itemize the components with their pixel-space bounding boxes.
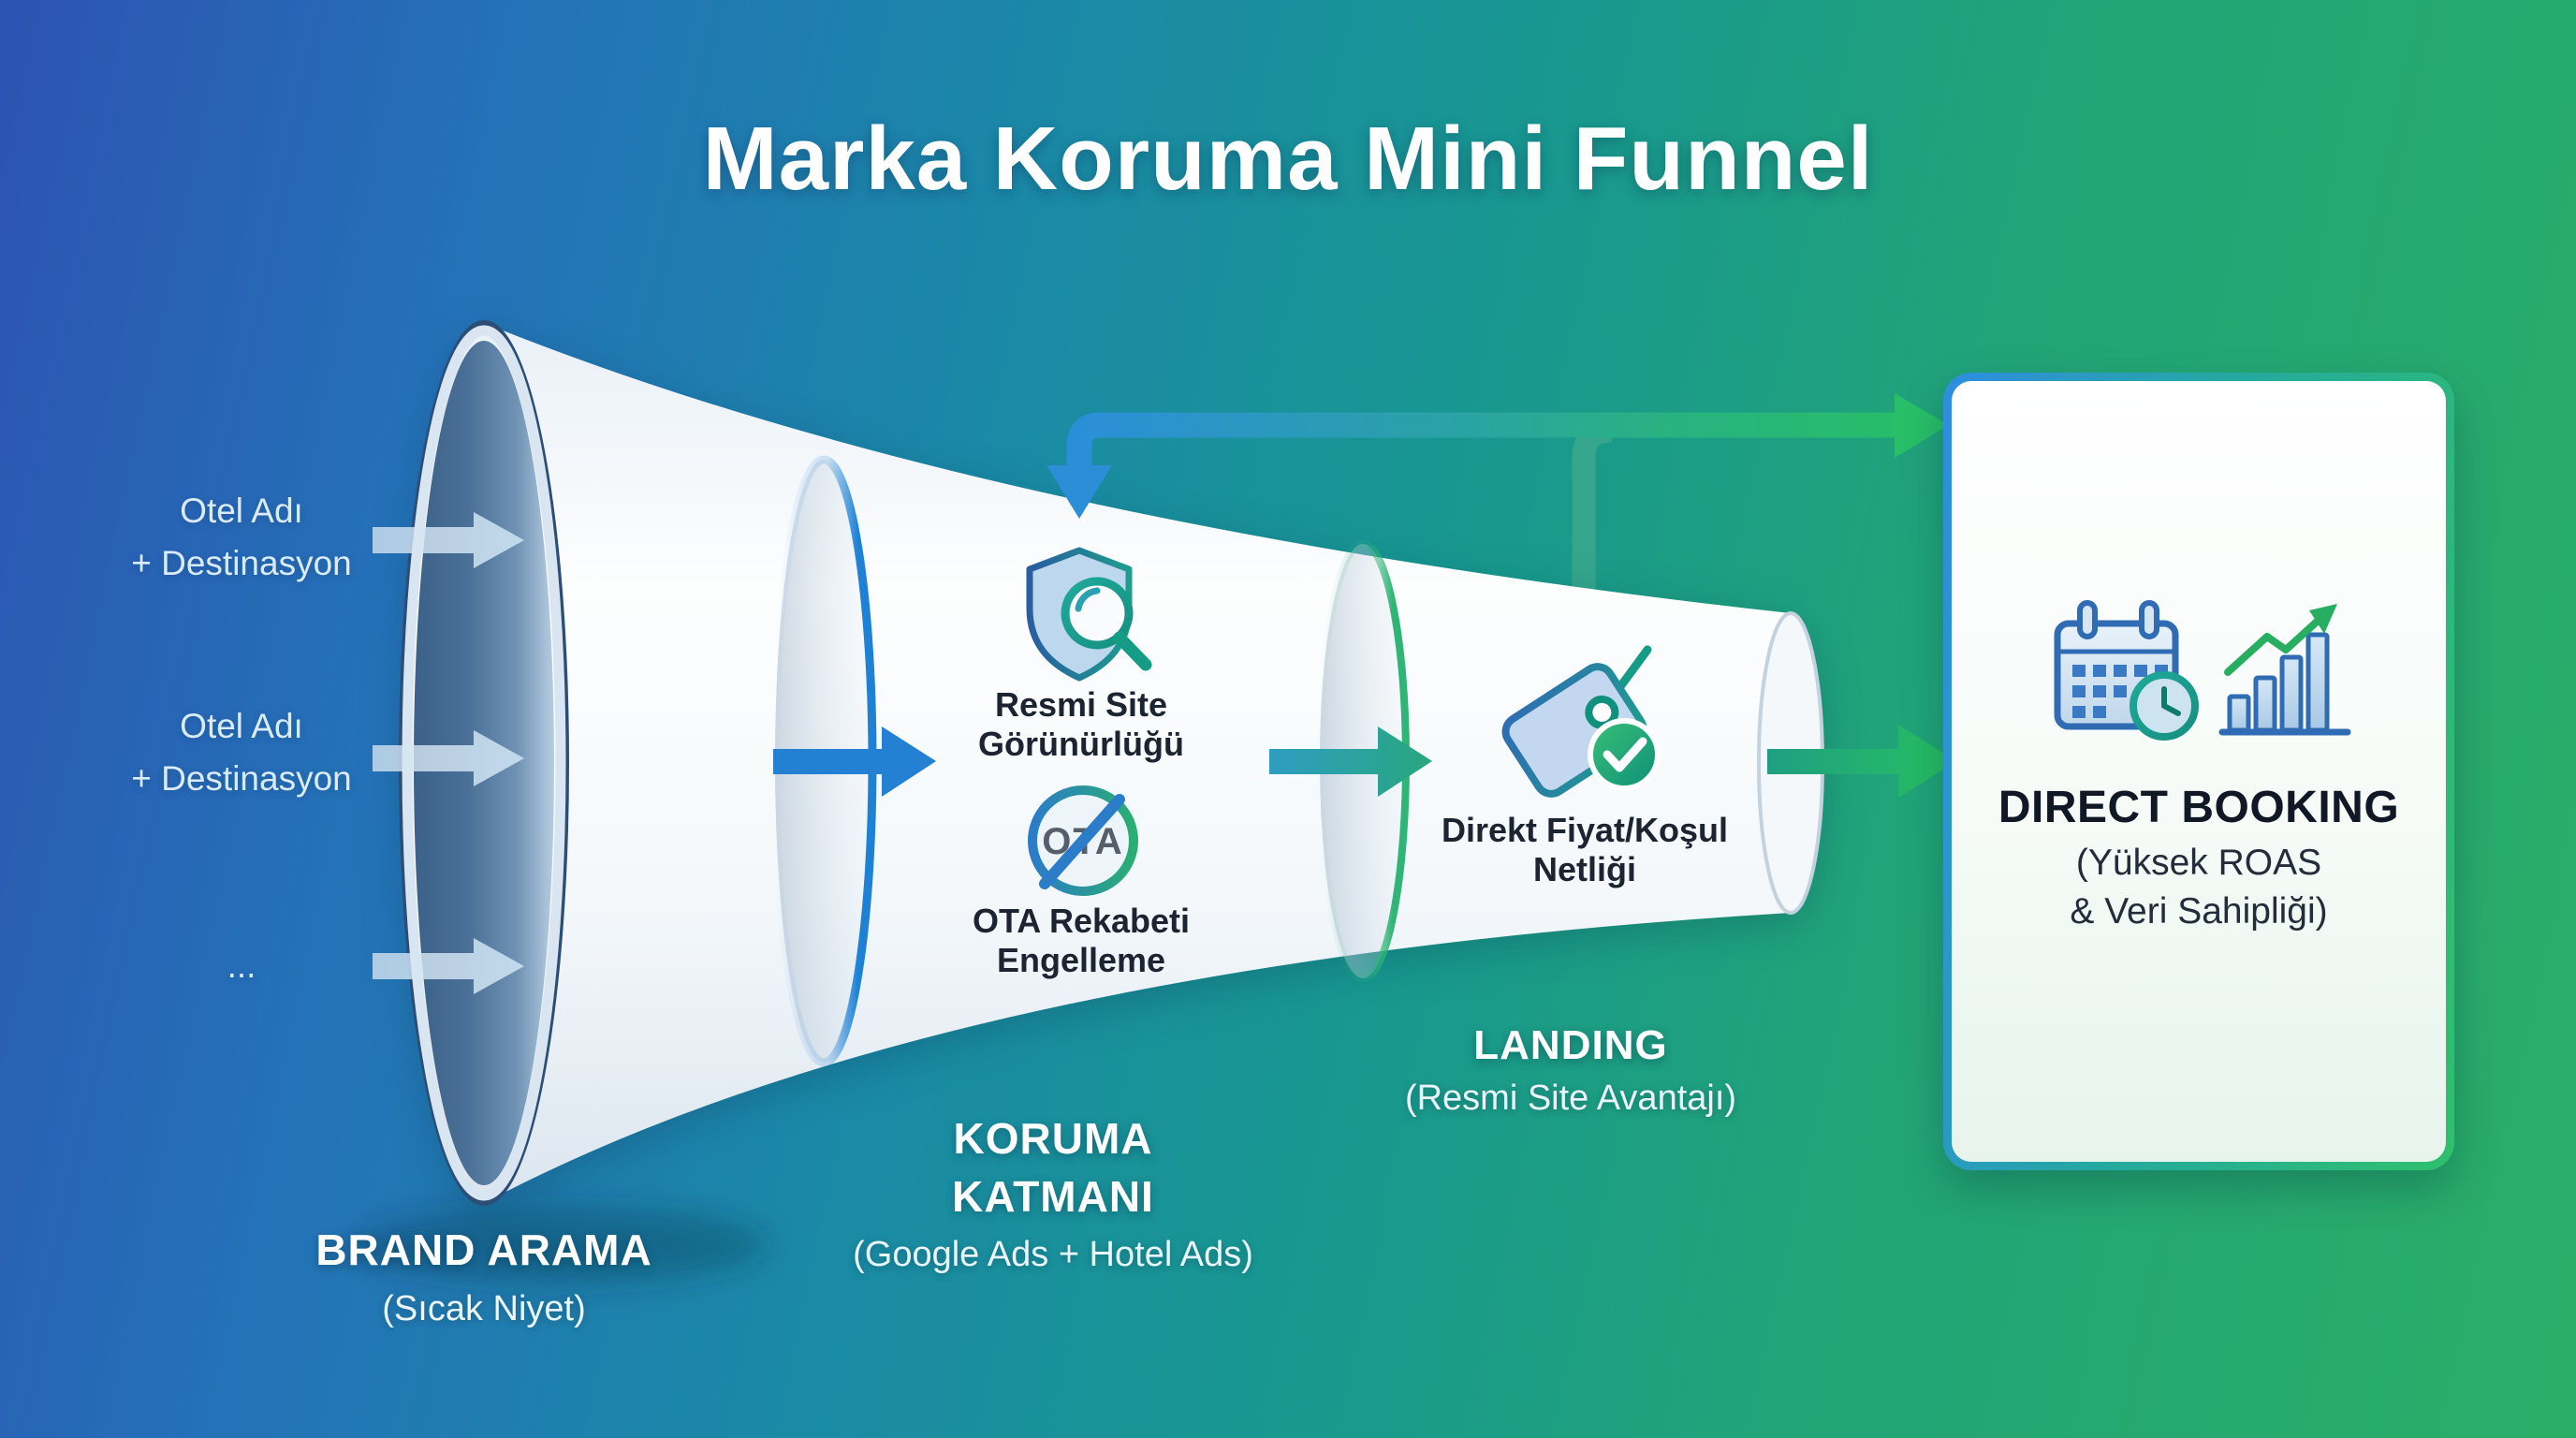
shield-search-icon: [1026, 547, 1152, 682]
stage-arrow-koruma-to-landing: [1269, 726, 1432, 797]
growth-chart-icon: [2218, 604, 2351, 736]
stage-subtitle-brand-arama: (Sıcak Niyet): [382, 1289, 586, 1328]
input-label-3: ...: [227, 946, 256, 985]
funnel-body: [402, 323, 1822, 1203]
input-label-2: Otel Adı + Destinasyon: [131, 707, 352, 798]
bypass-arrow-line: [1066, 412, 1898, 468]
stage-subtitle-landing: (Resmi Site Avantajı): [1404, 1078, 1737, 1118]
feature-label-direkt-fiyat: Direkt Fiyat/Koşul Netliği: [1441, 811, 1729, 888]
bypass-arrow-down-head: [1046, 465, 1112, 519]
stage-arrow-brand-to-koruma: [773, 726, 936, 797]
card-title: DIRECT BOOKING: [1998, 783, 2400, 832]
input-arrows: [373, 512, 524, 994]
price-tag-check-icon: [1501, 645, 1661, 798]
feature-label-ota-engelleme: OTA Rekabeti Engelleme: [972, 902, 1191, 979]
stage-title-koruma-katmani: KORUMA KATMANI: [952, 1114, 1154, 1221]
ota-blocked-icon: OTA: [1028, 785, 1138, 896]
input-arrow-icon: [373, 512, 524, 568]
calendar-clock-icon: [2054, 600, 2199, 741]
input-arrow-icon: [373, 730, 524, 786]
input-arrow-icon: [373, 938, 524, 994]
card-subtitle: (Yüksek ROAS & Veri Sahipliği): [2070, 843, 2328, 932]
bypass-arrow-right-head: [1895, 393, 1949, 458]
stage-subtitle-koruma-katmani: (Google Ads + Hotel Ads): [853, 1235, 1253, 1274]
funnel-shadow: [356, 1206, 768, 1284]
input-label-1: Otel Adı + Destinasyon: [131, 492, 352, 582]
stage-title-landing: LANDING: [1473, 1022, 1668, 1068]
feature-label-resmi-site: Resmi Site Görünürlüğü: [978, 685, 1184, 763]
card-icons: [2054, 600, 2351, 741]
stage-arrow-landing-to-card: [1767, 725, 1956, 798]
page-title: Marka Koruma Mini Funnel: [702, 109, 1874, 209]
direct-booking-card: DIRECT BOOKING (Yüksek ROAS & Veri Sahip…: [1943, 373, 2454, 1170]
stage-title-brand-arama: BRAND ARAMA: [315, 1225, 652, 1274]
bypass-arrow: [1046, 393, 1949, 519]
